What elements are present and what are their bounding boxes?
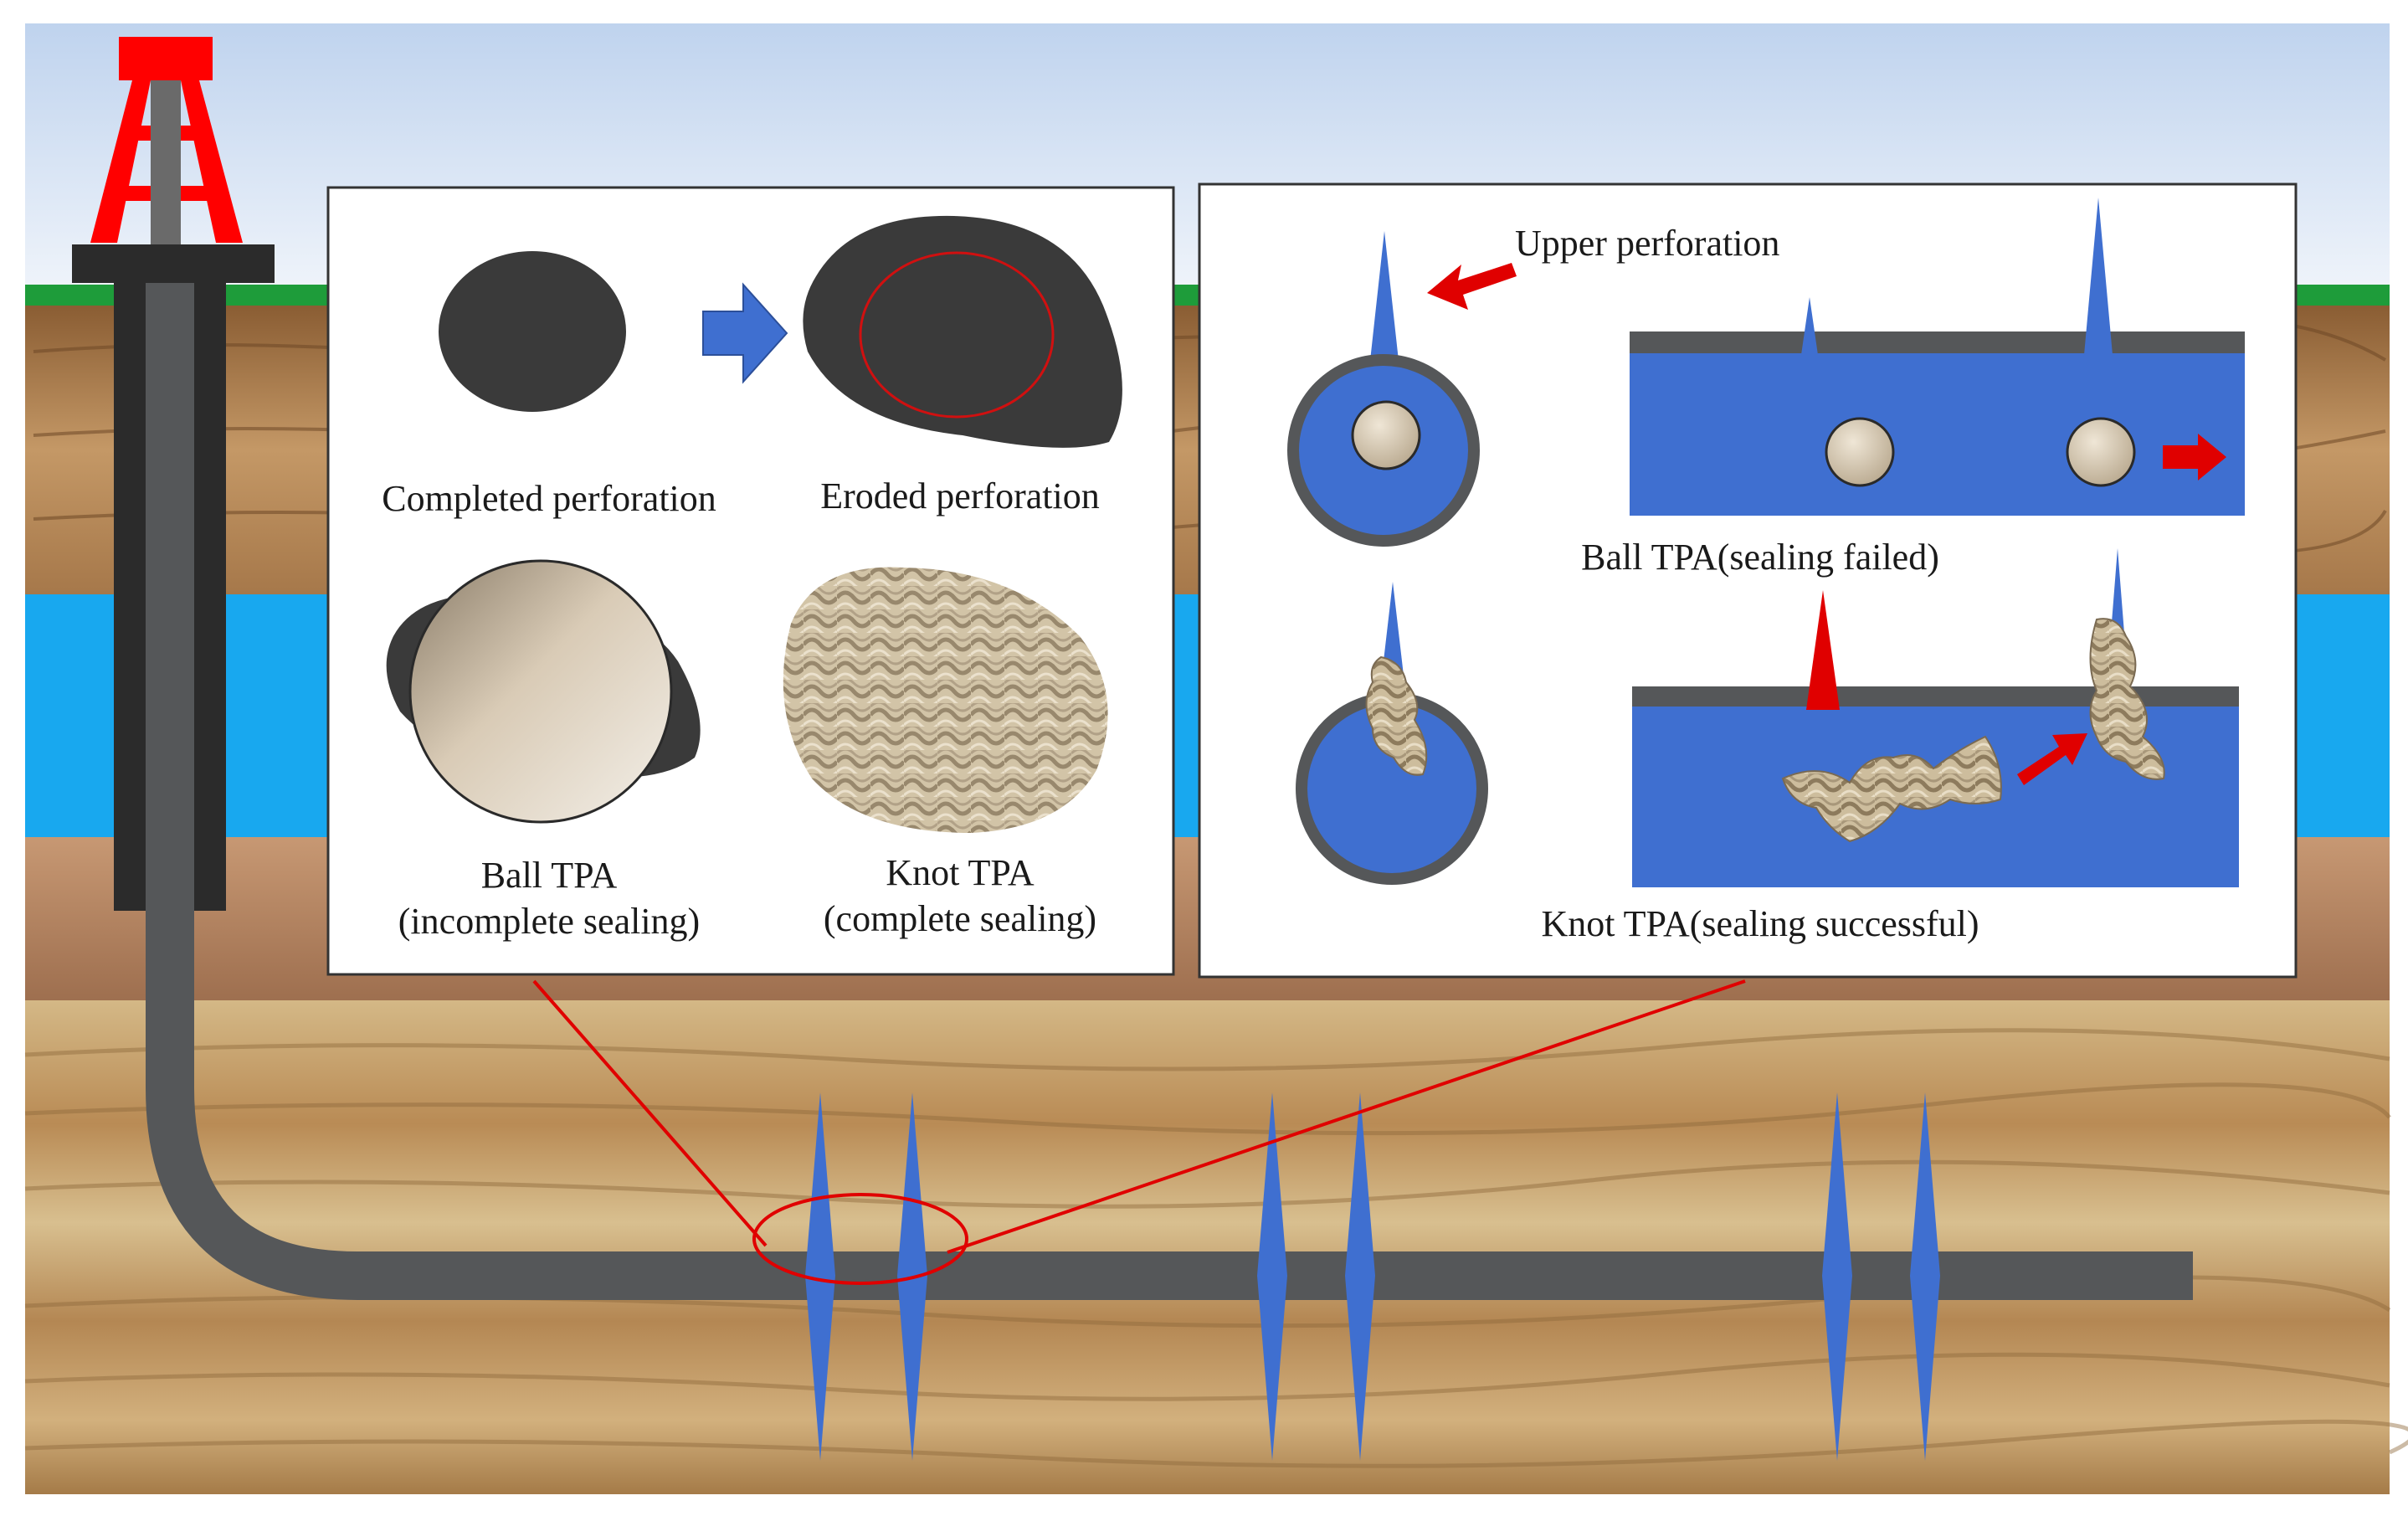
knot-tpa-label-line1: Knot TPA	[886, 852, 1035, 893]
arrow-right-icon	[702, 282, 788, 384]
derrick-icon	[90, 37, 243, 248]
ball-2	[2066, 417, 2136, 487]
upper-perforation-label: Upper perforation	[1515, 223, 1779, 264]
upper-perforation-spike-long	[2084, 198, 2113, 355]
ball-wellbore-longitudinal	[1630, 331, 2245, 516]
original-perforation-outline	[859, 251, 1055, 419]
knot-in-wellbore	[1365, 655, 1428, 776]
ball-in-wellbore	[1351, 400, 1421, 470]
completed-perforation-label: Completed perforation	[382, 478, 716, 519]
ball-casing-wall	[1630, 331, 2245, 353]
callout-ellipse	[752, 1193, 968, 1285]
fracture-5	[1822, 1092, 1852, 1461]
sandstone-formation	[25, 1000, 2390, 1494]
small-perforation-spike	[1801, 297, 1818, 355]
knot-tpa-successful-label: Knot TPA(sealing successful)	[1541, 903, 1979, 944]
fracture-3	[1257, 1092, 1287, 1461]
ball-tpa-failed-label: Ball TPA(sealing failed)	[1581, 537, 1939, 578]
knot-tpa-knot	[783, 567, 1108, 833]
fracture-4	[1345, 1092, 1375, 1461]
left-panel: Completed perforation Eroded perforation…	[326, 186, 1175, 976]
knot-tpa-flowing	[1781, 735, 2002, 843]
ball-tpa-ball	[408, 559, 673, 824]
eroded-perforation-label: Eroded perforation	[820, 475, 1100, 516]
wellhead	[72, 244, 275, 283]
ball-1	[1825, 417, 1895, 487]
fractures	[805, 1092, 1940, 1461]
red-arrow-left-icon	[1427, 263, 1517, 310]
fracture-6	[1910, 1092, 1940, 1461]
red-arrow-up-right-icon	[2017, 733, 2087, 785]
right-panel: Upper perforation Ball TPA(sealing faile…	[1198, 182, 2298, 979]
eroded-perforation-shape	[803, 215, 1122, 448]
knot-tpa-lodged	[2089, 618, 2165, 780]
knot-casing-wall	[1632, 686, 2239, 707]
ball-tpa-label-line2: (incomplete sealing)	[398, 901, 700, 942]
completed-perforation-shape	[439, 251, 626, 412]
sealed-perforation-spike	[1806, 590, 1840, 710]
callout	[532, 979, 1746, 1285]
fracture-1	[805, 1092, 835, 1461]
red-arrow-right-icon	[2163, 434, 2226, 480]
upper-perforation-spike	[1369, 231, 1399, 368]
ball-tpa-label-line1: Ball TPA	[481, 855, 618, 896]
production-casing	[146, 283, 2193, 1300]
knot-tpa-label-line2: (complete sealing)	[824, 898, 1096, 939]
